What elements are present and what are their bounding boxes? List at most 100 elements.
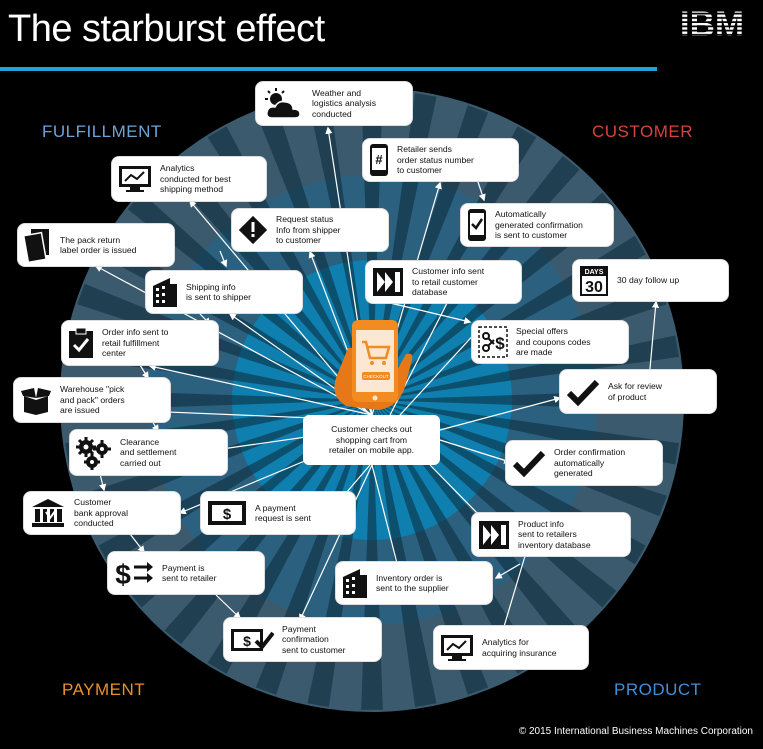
flow-arrow	[215, 594, 242, 619]
clipboard-check-icon	[68, 327, 94, 359]
svg-text:DAYS: DAYS	[585, 269, 604, 276]
node-auto-confirm: Automatically generated confirmation is …	[461, 204, 613, 246]
ibm-logo: IBM	[680, 6, 744, 40]
node-bank-label: Customer bank approval conducted	[74, 497, 128, 529]
node-order-confirm-label: Order confirmation automatically generat…	[554, 447, 626, 479]
node-payment-sent: $ Payment is sent to retailer	[108, 552, 264, 594]
node-shipping-info-label: Shipping info is sent to shipper	[186, 281, 251, 303]
node-analytics-shipping-label: Analytics conducted for best shipping me…	[160, 163, 231, 195]
calendar-icon: DAYS 30	[579, 265, 609, 297]
node-request-status: Request status Info from shipper to cust…	[232, 209, 388, 251]
node-follow-up: DAYS 30 30 day follow up	[573, 260, 728, 301]
flow-arrow	[399, 328, 479, 416]
node-pack-return: The pack return label order is issued	[18, 224, 174, 266]
flow-arrow	[148, 363, 373, 416]
node-order-confirm: Order confirmation automatically generat…	[506, 441, 662, 485]
node-customer-info-label: Customer info sent to retail customer da…	[412, 266, 485, 298]
flow-arrow	[219, 250, 228, 268]
database-arrows-icon	[478, 520, 510, 550]
svg-text:CHECKOUT: CHECKOUT	[363, 374, 389, 379]
flow-arrow	[439, 396, 562, 431]
flow-arrow	[371, 464, 403, 577]
mobile-check-icon	[467, 208, 487, 242]
label-icon	[24, 228, 52, 262]
node-clearance: Clearance and settlement carried out	[70, 430, 227, 475]
svg-text:$: $	[243, 633, 251, 649]
svg-text:IBM: IBM	[680, 6, 744, 40]
node-special-offers-label: Special offers and coupons codes are mad…	[516, 326, 591, 358]
dollar-bill-icon: $	[207, 499, 247, 527]
flow-arrow	[429, 464, 486, 522]
node-special-offers: $ Special offers and coupons codes are m…	[472, 321, 628, 363]
node-pack-return-label: The pack return label order is issued	[60, 234, 137, 256]
quadrant-product: PRODUCT	[614, 680, 702, 699]
center-customer-checkout: Customer checks out shopping cart from r…	[303, 415, 440, 465]
mobile-hash-icon: #	[369, 143, 389, 177]
starburst-ray	[372, 400, 489, 695]
node-warehouse-label: Warehouse "pick and pack" orders are iss…	[60, 384, 125, 416]
node-ask-review: Ask for review of product	[560, 370, 716, 413]
flow-arrow	[139, 364, 149, 380]
node-payment-sent-label: Payment is sent to retailer	[162, 562, 217, 584]
checkmark-icon	[566, 377, 600, 407]
svg-text:$: $	[115, 559, 131, 588]
node-analytics-shipping: Analytics conducted for best shipping me…	[112, 157, 266, 201]
node-request-status-label: Request status Info from shipper to cust…	[276, 214, 341, 246]
node-analytics-insurance: Analytics for acquiring insurance	[434, 626, 588, 669]
database-arrows-icon	[372, 267, 404, 297]
quadrant-payment: PAYMENT	[62, 680, 146, 699]
flow-arrow	[99, 473, 107, 492]
node-ask-review-label: Ask for review of product	[608, 381, 662, 402]
building-icon	[152, 276, 178, 308]
phone-checkout-icon: CHECKOUT	[334, 320, 413, 410]
accent-line	[0, 67, 657, 71]
copyright: © 2015 International Business Machines C…	[518, 726, 753, 737]
quadrant-customer: CUSTOMER	[592, 122, 693, 141]
starburst-ray	[372, 400, 537, 674]
node-follow-up-label: 30 day follow up	[617, 275, 680, 286]
flow-arrow	[439, 439, 512, 464]
node-payment-request-label: A payment request is sent	[255, 502, 311, 524]
node-shipping-info: Shipping info is sent to shipper	[146, 271, 302, 313]
node-order-info: Order info sent to retail fulfillment ce…	[62, 321, 218, 365]
dollar-transfer-icon: $	[114, 558, 154, 588]
bank-icon	[30, 498, 66, 528]
node-inventory-label: Inventory order is sent to the supplier	[376, 572, 449, 594]
starburst-ray	[372, 400, 437, 707]
svg-text:$: $	[223, 506, 232, 523]
flow-arrow	[477, 181, 486, 202]
node-weather-label: Weather and logistics analysis conducted	[312, 87, 376, 119]
checkmark-icon	[512, 448, 546, 478]
warning-icon	[238, 215, 268, 245]
node-retailer-sends: # Retailer sends order status number to …	[363, 139, 518, 181]
flow-arrow	[299, 464, 373, 622]
weather-icon	[262, 87, 304, 120]
flow-arrow	[129, 533, 145, 554]
node-payment-confirm: $ Payment confirmation sent to customer	[224, 618, 381, 661]
node-customer-info: Customer info sent to retail customer da…	[366, 261, 521, 303]
svg-text:30: 30	[585, 279, 603, 296]
svg-text:$: $	[495, 334, 505, 353]
node-bank: Customer bank approval conducted	[24, 492, 180, 534]
node-auto-confirm-label: Automatically generated confirmation is …	[495, 209, 583, 241]
node-payment-confirm-label: Payment confirmation sent to customer	[282, 623, 346, 655]
monitor-chart-icon	[118, 164, 152, 194]
node-analytics-insurance-label: Analytics for acquiring insurance	[482, 637, 557, 658]
node-product-info: Product info sent to retailers inventory…	[472, 513, 630, 556]
gears-icon	[76, 436, 112, 470]
node-payment-request: $ A payment request is sent	[201, 492, 355, 534]
node-clearance-label: Clearance and settlement carried out	[120, 436, 177, 468]
center-label: Customer checks out shopping cart from r…	[328, 424, 415, 456]
flow-arrow	[385, 301, 472, 325]
flow-arrow	[494, 563, 521, 579]
node-order-info-label: Order info sent to retail fulfillment ce…	[102, 327, 169, 359]
page-title: The starburst effect	[8, 8, 325, 50]
scissors-dollar-icon: $	[478, 326, 508, 358]
monitor-chart-icon	[440, 633, 474, 663]
box-icon	[20, 384, 52, 416]
node-product-info-label: Product info sent to retailers inventory…	[518, 518, 591, 550]
svg-text:#: #	[375, 152, 383, 167]
node-retailer-sends-label: Retailer sends order status number to cu…	[397, 144, 474, 176]
node-weather: Weather and logistics analysis conducted	[256, 82, 412, 125]
